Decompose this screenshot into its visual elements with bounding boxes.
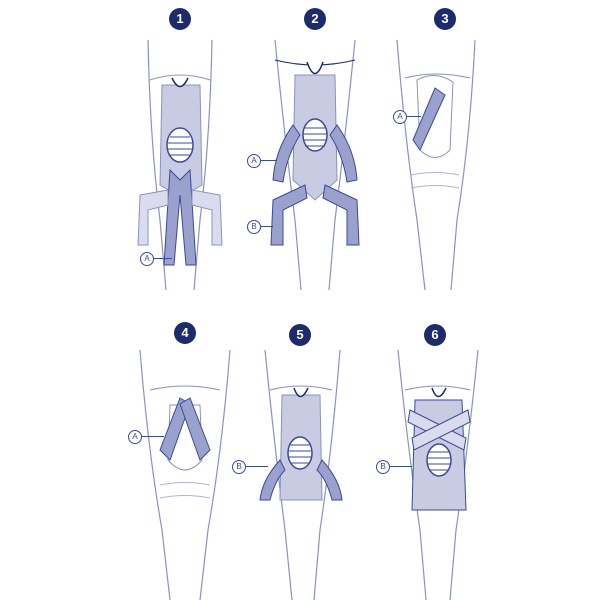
leg-illustration (396, 39, 476, 290)
step-3-panel: 3 A (375, 0, 515, 290)
label-b: B (376, 460, 390, 474)
label-a: A (128, 430, 142, 444)
step-1-panel: 1 A (110, 0, 250, 290)
label-leader-line (390, 466, 412, 468)
step-2-panel: 2 A B (245, 0, 385, 290)
leg-illustration (139, 349, 231, 600)
label-leader-line (154, 258, 172, 260)
leg-illustration (270, 39, 360, 290)
step-4-panel: 4 A (120, 310, 260, 600)
leg-illustration (259, 349, 343, 600)
label-a: A (247, 154, 261, 168)
label-leader-line (246, 466, 268, 468)
leg-illustration (137, 39, 223, 290)
label-leader-line (261, 226, 273, 228)
label-b: B (232, 460, 246, 474)
step-number-badge: 1 (169, 8, 191, 30)
label-leader-line (407, 116, 421, 118)
step-5-panel: 5 B (232, 310, 380, 600)
label-leader-line (261, 160, 277, 162)
label-a: A (140, 252, 154, 266)
step-number-badge: 4 (174, 322, 196, 344)
step-number-badge: 3 (434, 8, 456, 30)
step-number-badge: 6 (424, 324, 446, 346)
step-number-badge: 2 (304, 8, 326, 30)
leg-illustration (397, 349, 479, 600)
label-a: A (393, 110, 407, 124)
step-6-panel: 6 B (370, 310, 510, 600)
label-leader-line (142, 436, 164, 438)
label-b: B (247, 220, 261, 234)
step-number-badge: 5 (289, 324, 311, 346)
